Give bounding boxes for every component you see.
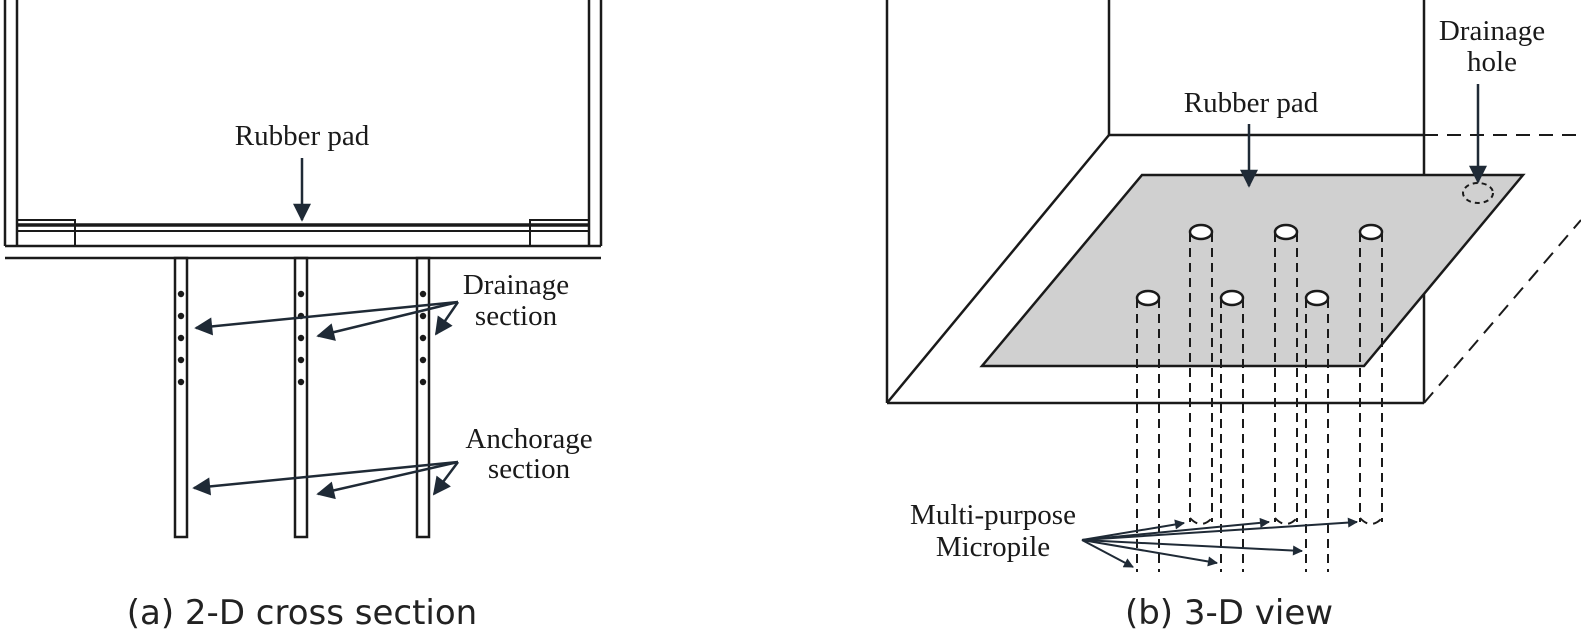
drainage-hole-label-line2: hole [1467,46,1517,78]
drainage-hole-label-line1: Drainage [1439,15,1545,47]
container-walls [3,0,603,246]
rubber-pad-label-b: Rubber pad [1184,87,1319,119]
drainage-dots [177,290,427,386]
panel-a-cross-section: Rubber pad Drainage section Anchorage se… [3,0,603,633]
anchorage-section-label-line2: section [488,453,571,485]
hidden-edges [1423,134,1581,404]
micropile-tops [1135,223,1384,307]
rubber-pad-2d [16,219,590,247]
rubber-pad-3d [979,173,1526,368]
anchorage-section-label-line1: Anchorage [465,423,592,455]
drainage-arrows [194,300,460,341]
caption-b: (b) 3-D view [1125,593,1333,633]
panel-b-3d-view: Rubber pad Drainage hole Multi-purpose M… [885,0,1581,633]
drainage-section-label-line2: section [475,300,558,332]
micropile-label-line1: Multi-purpose [910,499,1076,531]
rubber-pad-label-a: Rubber pad [235,120,370,152]
micropiles-2d [173,256,431,539]
box-edges [885,0,1426,405]
caption-a: (a) 2-D cross section [127,593,477,633]
micropile-arrows [1081,517,1358,568]
base-plate [5,244,601,260]
drainage-section-label-line1: Drainage [463,269,569,301]
drainage-hole [1462,182,1494,204]
anchorage-arrows [192,460,459,500]
micropile-label-line2: Micropile [936,531,1050,563]
